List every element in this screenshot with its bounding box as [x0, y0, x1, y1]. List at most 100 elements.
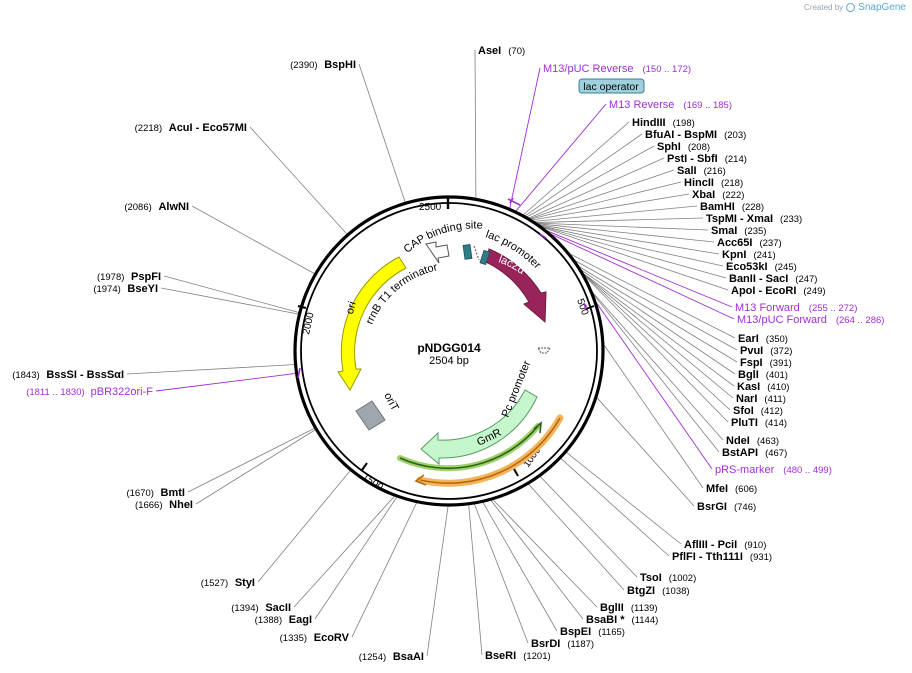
site-label-ndei[interactable]: NdeI(463) — [726, 435, 779, 447]
site-label-afliii-pcii[interactable]: AflIII - PciI(910) — [684, 539, 766, 551]
site-label-ecorv[interactable]: (1335) EcoRV — [280, 632, 350, 644]
site-label-bsrgi[interactable]: BsrGI(746) — [697, 501, 756, 513]
site-label-pluti[interactable]: PluTI(414) — [731, 417, 787, 429]
site-label-hincii[interactable]: HincII(218) — [684, 177, 743, 189]
leader-hincii — [529, 181, 682, 220]
site-label-acc65i[interactable]: Acc65I(237) — [717, 237, 782, 249]
site-label-tspmi-xmai[interactable]: TspMI - XmaI(233) — [706, 213, 802, 225]
site-label-bspei[interactable]: BspEI(1165) — [560, 626, 625, 638]
orf-green-core[interactable] — [399, 425, 539, 470]
feature-gmr-arrow[interactable] — [420, 389, 538, 466]
leader-bsssi-bsss-i — [126, 364, 296, 375]
site-label-pflfi-tth111i[interactable]: PflFI - Tth111I(931) — [672, 551, 772, 563]
cap-binding-site-box[interactable] — [462, 244, 473, 260]
site-label-kpni[interactable]: KpnI(241) — [722, 249, 776, 261]
leader-kasi — [580, 271, 735, 387]
site-label-asei[interactable]: AseI(70) — [478, 45, 525, 57]
site-label-bamhi[interactable]: BamHI(228) — [700, 201, 764, 213]
site-label-hindiii[interactable]: HindIII(198) — [632, 117, 695, 129]
site-label-xbai[interactable]: XbaI(222) — [692, 189, 744, 201]
feature-oriT-label: oriT — [381, 391, 401, 414]
site-label-fspi[interactable]: FspI(391) — [740, 357, 792, 369]
site-label-styi[interactable]: (1527) StyI — [201, 577, 255, 589]
primer-label-pbr322ori-f[interactable]: (1811 .. 1830)pBR322ori-F — [26, 386, 153, 398]
site-label-tsoi[interactable]: TsoI(1002) — [640, 572, 696, 584]
leader-bspei — [482, 501, 558, 632]
site-label-btgzi[interactable]: BtgZI(1038) — [627, 585, 690, 597]
leader-eco53ki — [537, 224, 724, 267]
feature-rrnb-terminator-arrow[interactable] — [425, 241, 450, 264]
site-label-sali[interactable]: SalI(216) — [677, 165, 726, 177]
leader-bsaai — [426, 504, 449, 657]
leader-acui-eco57mi — [249, 126, 349, 236]
site-label-smai[interactable]: SmaI(235) — [711, 225, 766, 237]
site-label-bsssi-bsss-i[interactable]: (1843) BssSI - BssSαI — [12, 369, 124, 381]
leader-ecorv — [351, 501, 418, 638]
lac-operator-label: lac operator — [583, 81, 639, 93]
site-label-bsrdi[interactable]: BsrDI(1187) — [531, 638, 594, 650]
primer-marks — [297, 197, 587, 379]
site-label-kasi[interactable]: KasI(410) — [737, 381, 789, 393]
primer-label-prs-marker[interactable]: pRS-marker(480 .. 499) — [715, 464, 832, 476]
primer-leader-prs-marker — [593, 298, 713, 470]
leader-hindiii — [522, 121, 630, 216]
site-label-banii-saci[interactable]: BanII - SacI(247) — [729, 273, 817, 285]
leader-sfoi — [581, 271, 731, 411]
site-label-eagi[interactable]: (1388) EagI — [255, 614, 312, 626]
leader-bmti — [187, 427, 316, 493]
site-label-bseri[interactable]: BseRI(1201) — [485, 650, 551, 662]
site-label-bmti[interactable]: (1670) BmtI — [126, 487, 185, 499]
primer-label-m13-reverse[interactable]: M13 Reverse(169 .. 185) — [609, 99, 732, 111]
leader-sphi — [525, 145, 655, 218]
site-label-bsabi[interactable]: BsaBI *(1144) — [586, 614, 658, 626]
primer-label-m13-forward[interactable]: M13 Forward(255 .. 272) — [735, 302, 857, 314]
site-label-bgli[interactable]: BglI(401) — [738, 369, 788, 381]
site-label-bsaai[interactable]: (1254) BsaAI — [359, 651, 424, 663]
orf-orange-core[interactable] — [419, 417, 561, 484]
site-label-bstapi[interactable]: BstAPI(467) — [722, 447, 787, 459]
lac-promoter-box[interactable] — [479, 249, 491, 266]
plasmid-name: pNDGG014 — [417, 341, 481, 355]
site-label-bsphi[interactable]: (2390) BspHI — [290, 59, 356, 71]
leader-pflfi-tth111i — [559, 457, 670, 557]
feature-ori-label: ori — [344, 300, 359, 315]
leader-ndei — [589, 289, 724, 441]
site-label-psti-sbfi[interactable]: PstI - SbfI(214) — [667, 153, 747, 165]
leader-bseyi — [160, 287, 300, 315]
site-label-nari[interactable]: NarI(411) — [736, 393, 786, 405]
feature-lacZa-arrow[interactable] — [485, 248, 547, 324]
site-label-eco53ki[interactable]: Eco53kI(245) — [726, 261, 797, 273]
site-label-sphi[interactable]: SphI(208) — [657, 141, 710, 153]
primer-leader-m13-reverse — [514, 103, 607, 213]
site-label-sacii[interactable]: (1394) SacII — [231, 602, 291, 614]
site-label-nhei[interactable]: (1666) NheI — [135, 499, 193, 511]
feature-ori-arrow[interactable] — [337, 256, 407, 391]
primer-label-m13-puc-reverse[interactable]: M13/pUC Reverse(150 .. 172) — [543, 63, 691, 75]
leader-bsrgi — [595, 396, 695, 507]
feature-oriT-box[interactable] — [355, 400, 386, 431]
site-label-bseyi[interactable]: (1974) BseYI — [93, 283, 158, 295]
site-label-mfei[interactable]: MfeI(606) — [706, 483, 757, 495]
leader-pluti — [581, 272, 729, 423]
site-label-pvui[interactable]: PvuI(372) — [740, 345, 792, 357]
site-label-alwni[interactable]: (2086) AlwNI — [124, 201, 189, 213]
leader-eari — [567, 252, 736, 339]
leader-nari — [580, 271, 734, 399]
site-label-eari[interactable]: EarI(350) — [738, 333, 788, 345]
credit-prefix: Created by — [804, 3, 844, 12]
site-labels: AseI(70) HindIII(198)BfuAI - BspMI(203)Sp… — [12, 45, 884, 663]
site-label-sfoi[interactable]: SfoI(412) — [733, 405, 783, 417]
site-label-apoi-ecori[interactable]: ApoI - EcoRI(249) — [731, 285, 826, 297]
orf-green-head — [533, 421, 542, 434]
site-label-bglii[interactable]: BglII(1139) — [600, 602, 658, 614]
leader-mfei — [602, 343, 704, 489]
site-label-acui-eco57mi[interactable]: (2218) AcuI - Eco57MI — [135, 122, 247, 134]
site-label-pspfi[interactable]: (1978) PspFI — [97, 271, 161, 283]
primer-label-m13-puc-forward[interactable]: M13/pUC Forward(264 .. 286) — [737, 314, 884, 326]
leader-bgli — [578, 268, 736, 375]
site-label-bfuai-bspmi[interactable]: BfuAI - BspMI(203) — [645, 129, 746, 141]
leader-nhei — [195, 428, 317, 505]
snapgene-logo-icon — [846, 3, 856, 12]
lac-operator-callout[interactable] — [578, 78, 645, 94]
